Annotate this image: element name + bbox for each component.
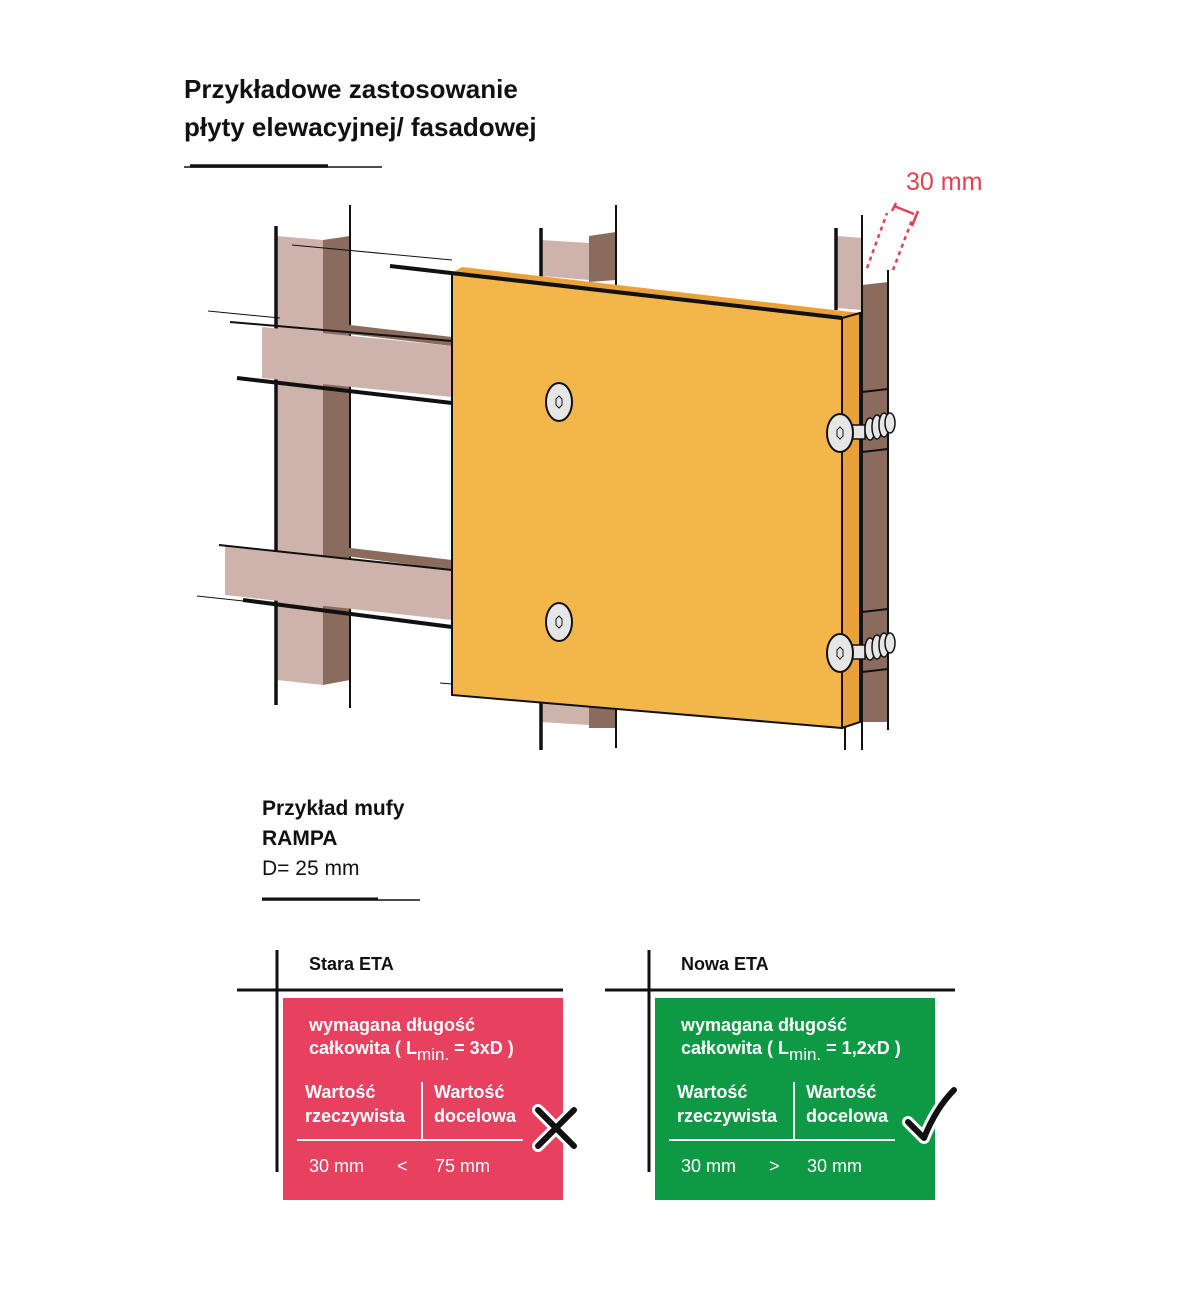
- heading-line-1: wymagana długość: [681, 1015, 848, 1035]
- column-divider: [793, 1082, 795, 1140]
- example-caption: Przykład mufy RAMPA D= 25 mm: [262, 794, 404, 884]
- new-eta-frame: [605, 950, 955, 1172]
- front-screw-top: [545, 382, 573, 422]
- cross-icon: [532, 1104, 580, 1152]
- lower-beam: [196, 544, 453, 629]
- new-eta-heading: wymagana długość całkowita ( Lmin. = 1,2…: [681, 1014, 901, 1066]
- comparison-operator: >: [769, 1156, 780, 1176]
- comparison-operator: <: [397, 1156, 408, 1176]
- heading-sub: min.: [417, 1045, 450, 1064]
- title-underline: [184, 164, 382, 168]
- page-title: Przykładowe zastosowanie płyty elewacyjn…: [184, 70, 537, 146]
- heading-suffix: = 1,2xD ): [826, 1038, 901, 1058]
- old-eta-label: Stara ETA: [309, 954, 394, 974]
- side-screw-top: [826, 412, 896, 453]
- left-post: [274, 205, 351, 708]
- actual-value: 30 mm: [309, 1156, 365, 1176]
- upper-beam: [207, 310, 453, 405]
- title-line-2: płyty elewacyjnej/ fasadowej: [184, 112, 537, 142]
- example-product: RAMPA: [262, 827, 338, 850]
- row-divider: [297, 1139, 523, 1141]
- actual-value: 30 mm: [681, 1156, 737, 1176]
- example-underline: [262, 897, 420, 901]
- title-line-1: Przykładowe zastosowanie: [184, 74, 518, 104]
- side-screw-bottom: [826, 632, 896, 673]
- heading-prefix: całkowita ( L: [309, 1038, 418, 1058]
- target-value: 75 mm: [435, 1156, 491, 1176]
- check-icon: [902, 1084, 960, 1144]
- heading-sub: min.: [789, 1045, 822, 1064]
- heading-suffix: = 3xD ): [454, 1038, 514, 1058]
- column-divider: [421, 1082, 423, 1140]
- front-screw-bottom: [545, 602, 573, 642]
- dimension-label: 30 mm: [906, 168, 983, 196]
- dimension-marker: [865, 202, 920, 271]
- example-diameter: D= 25 mm: [262, 857, 360, 880]
- old-eta-frame: [237, 950, 563, 1172]
- row-divider: [669, 1139, 895, 1141]
- facade-panel: [291, 244, 861, 730]
- example-title: Przykład mufy: [262, 797, 405, 820]
- new-eta-box: wymagana długość całkowita ( Lmin. = 1,2…: [655, 998, 935, 1200]
- new-eta-label: Nowa ETA: [681, 954, 769, 974]
- old-eta-box: wymagana długość całkowita ( Lmin. = 3xD…: [283, 998, 563, 1200]
- old-eta-heading: wymagana długość całkowita ( Lmin. = 3xD…: [309, 1014, 514, 1066]
- heading-prefix: całkowita ( L: [681, 1038, 790, 1058]
- heading-line-1: wymagana długość: [309, 1015, 476, 1035]
- target-value: 30 mm: [807, 1156, 863, 1176]
